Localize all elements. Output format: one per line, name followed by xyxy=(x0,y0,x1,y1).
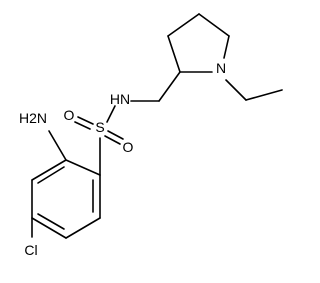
double-bond-c2-c3 xyxy=(37,166,65,184)
bond-n-ethyl-ch2 xyxy=(225,79,247,101)
sulfonamide-nh-label: HN xyxy=(110,91,130,107)
pyrrolidine-ring xyxy=(167,13,230,73)
amino-label: H2N xyxy=(19,110,47,126)
chloro-label: Cl xyxy=(24,242,37,258)
oxygen-bottom-label: O xyxy=(123,139,134,155)
bond-c4-c5 xyxy=(31,217,67,239)
bond-c1-c2 xyxy=(65,159,101,176)
bond-s-o-bottom-2 xyxy=(104,135,121,145)
bond-s-o-left-1 xyxy=(77,116,94,125)
oxygen-left-label: O xyxy=(64,107,75,123)
bond-pyr-c4-c5 xyxy=(198,13,230,37)
ring-nitrogen-label: N xyxy=(216,60,226,76)
bond-pyr-c5-n xyxy=(223,35,230,59)
bond-ch2-c2 xyxy=(158,71,181,102)
bond-s-o-bottom-1 xyxy=(107,130,124,140)
bond-c2-c3 xyxy=(31,159,67,181)
bond-c5-c6 xyxy=(65,217,101,239)
bond-pyr-c2-c3 xyxy=(167,35,181,73)
double-bond-c4-c5 xyxy=(37,213,65,230)
bond-ethyl-ch2-ch3 xyxy=(245,89,283,101)
bond-ring-amino xyxy=(48,130,67,161)
bond-pyr-c3-c4 xyxy=(167,13,200,37)
sulfur-label: S xyxy=(95,119,104,135)
bond-s-o-left-2 xyxy=(74,121,91,130)
molecule-structure: H2N Cl HN S O O N xyxy=(19,13,283,258)
benzene-ring xyxy=(31,159,101,239)
bond-s-nh xyxy=(106,105,116,123)
